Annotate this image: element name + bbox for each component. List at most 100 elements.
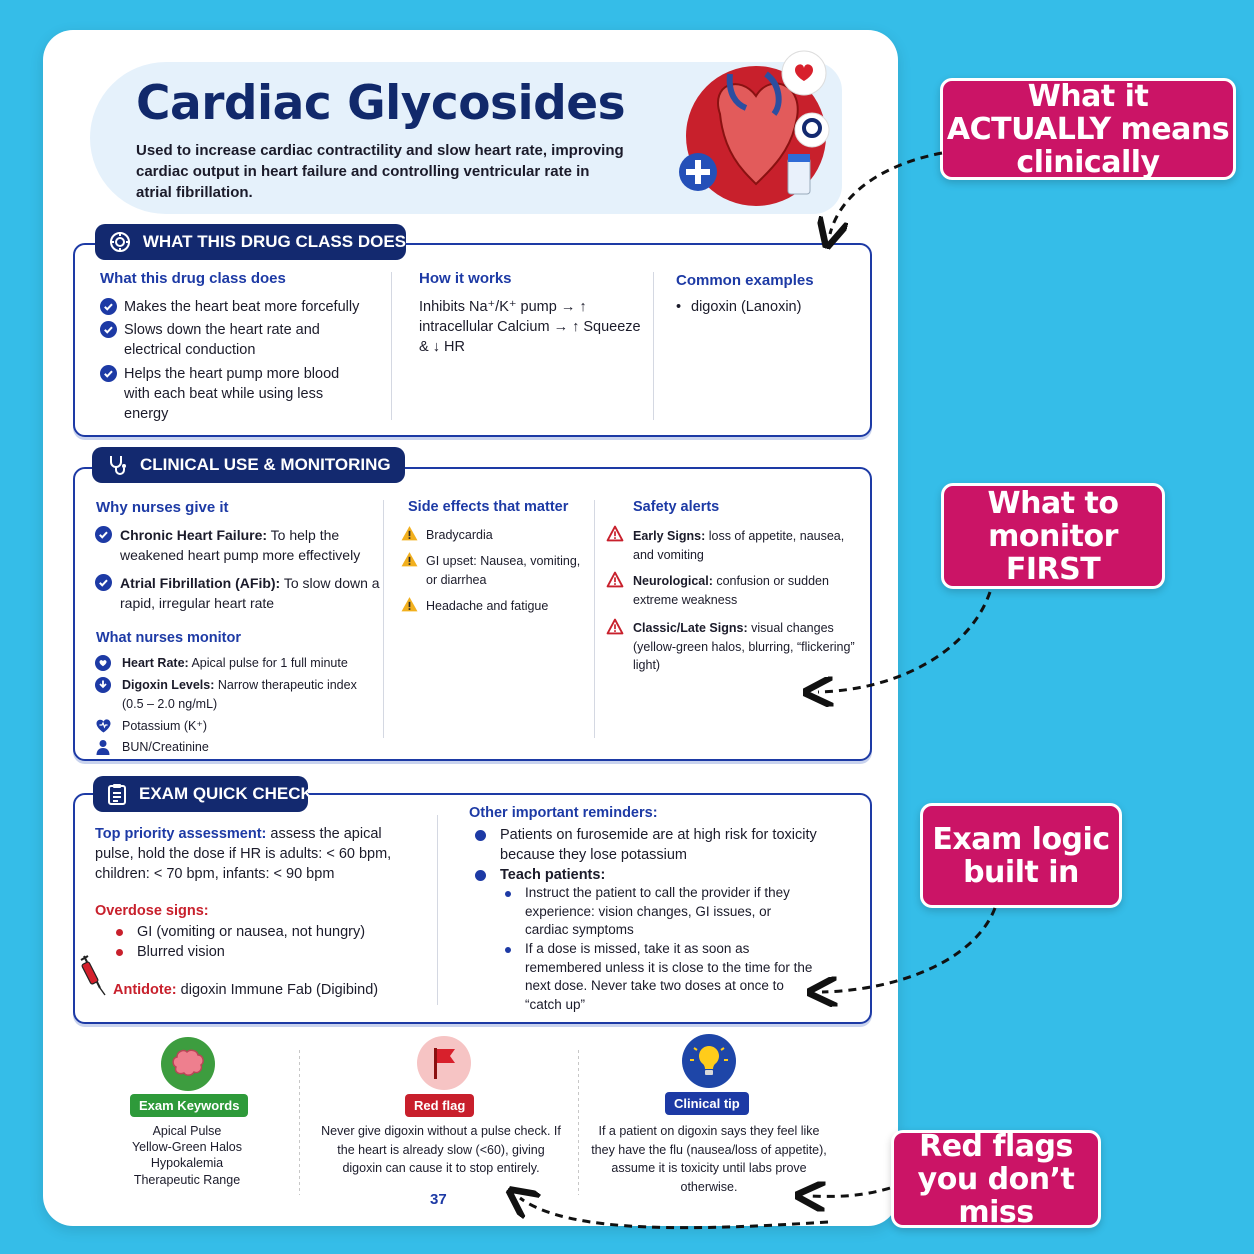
- top-priority-label: Top priority assessment:: [95, 826, 267, 842]
- top-priority-assessment: Top priority assessment: assess the apic…: [95, 824, 405, 884]
- what-nurses-monitor-heading: What nurses monitor: [96, 630, 242, 646]
- page-subtitle: Used to increase cardiac contractility a…: [136, 142, 624, 201]
- monitor-item: BUN/Creatinine: [122, 740, 209, 754]
- clinical-use-card: [73, 467, 872, 761]
- check-circle-icon: [95, 574, 112, 591]
- callout-exam-logic: Exam logic built in: [920, 803, 1122, 908]
- heart-icon: [95, 655, 111, 671]
- sub-bullet-dot: [505, 947, 511, 953]
- page-number: 37: [430, 1191, 447, 1208]
- monitor-item-text: Apical pulse for 1 full minute: [188, 656, 348, 670]
- page-title: Cardiac Glycosides: [136, 76, 626, 131]
- exam-quick-check-card: [73, 793, 872, 1024]
- antidote-label: Antidote:: [113, 982, 177, 998]
- safety-item-text: confusion or sudden extreme weakness: [633, 574, 829, 607]
- red-flag-badge: Red flag: [405, 1094, 475, 1117]
- check-circle-icon: [95, 526, 112, 543]
- alert-triangle-icon: [606, 618, 624, 635]
- antidote-line: Antidote: digoxin Immune Fab (Digibind): [113, 980, 413, 1000]
- callout-red-flags: Red flags you don’t miss: [891, 1130, 1101, 1229]
- keyword-line: Yellow-Green Halos: [131, 1140, 242, 1154]
- side-effect-item: GI upset: Nausea, vomiting, or diarrhea: [426, 554, 581, 587]
- monitor-item-label: Heart Rate:: [122, 656, 189, 670]
- overdose-item: Blurred vision: [137, 944, 225, 960]
- safety-item-label: Classic/Late Signs:: [633, 621, 748, 635]
- warning-icon: [401, 597, 418, 612]
- safety-item: Early Signs: loss of appetite, nausea, a…: [633, 527, 865, 564]
- check-circle-icon: [100, 298, 117, 315]
- reminder-item: Patients on furosemide are at high risk …: [500, 827, 817, 863]
- why-item-text: To slow down a rapid, irregular heart ra…: [120, 575, 380, 611]
- clinical-tip-text: If a patient on digoxin says they feel l…: [591, 1124, 827, 1194]
- check-circle-icon: [100, 365, 117, 382]
- safety-item-text: loss of appetite, nausea, and vomiting: [633, 529, 845, 562]
- red-flag-text: Never give digoxin without a pulse check…: [321, 1124, 561, 1175]
- monitor-item-text: Narrow therapeutic index (0.5 – 2.0 ng/m…: [122, 678, 357, 711]
- exam-quick-check-tab: EXAM QUICK CHECK: [93, 776, 313, 812]
- reminder-item: Teach patients:: [500, 867, 606, 883]
- exam-keywords-badge: Exam Keywords: [130, 1094, 249, 1117]
- drug-class-heading: What this drug class does: [100, 270, 286, 287]
- warning-icon: [401, 552, 418, 567]
- drug-class-item: Makes the heart beat more forcefully: [124, 299, 360, 315]
- column-divider: [383, 500, 384, 738]
- safety-item-text: visual changes (yellow-green halos, blur…: [633, 621, 855, 672]
- footer-divider: [578, 1050, 579, 1195]
- monitor-item-label: Digoxin Levels:: [122, 678, 215, 692]
- alert-triangle-icon: [606, 571, 624, 588]
- check-circle-icon: [100, 321, 117, 338]
- heart-illustration-icon: [679, 50, 830, 206]
- monitor-item: Heart Rate: Apical pulse for 1 full minu…: [122, 654, 382, 673]
- clinical-use-tab-label: CLINICAL USE & MONITORING: [140, 455, 391, 474]
- column-divider: [594, 500, 595, 738]
- safety-alerts-heading: Safety alerts: [633, 499, 720, 515]
- bullet-dot: [475, 870, 486, 881]
- top-priority-text: assess the apical pulse, hold the dose i…: [95, 826, 392, 882]
- monitor-item: Potassium (K⁺): [122, 719, 208, 733]
- how-it-works-text: Inhibits Na⁺/K⁺ pump → ↑ intracellular C…: [419, 299, 641, 355]
- column-divider: [437, 815, 438, 1005]
- reminders-heading: Other important reminders:: [469, 805, 658, 821]
- column-divider: [653, 272, 654, 420]
- callout-monitor-first: What to monitor FIRST: [941, 483, 1165, 589]
- why-item-label: Atrial Fibrillation (AFib):: [120, 575, 281, 591]
- drug-class-tab-label: WHAT THIS DRUG CLASS DOES: [142, 232, 406, 251]
- how-it-works-heading: How it works: [419, 270, 512, 287]
- stethoscope-icon: [104, 452, 130, 478]
- keyword-line: Therapeutic Range: [133, 1173, 241, 1187]
- sub-bullet-dot: [505, 891, 511, 897]
- drug-class-card: [73, 243, 872, 437]
- why-item: Atrial Fibrillation (AFib): To slow down…: [120, 573, 382, 613]
- teach-item: Instruct the patient to call the provide…: [525, 885, 790, 937]
- exam-quick-check-tab-label: EXAM QUICK CHECK: [139, 784, 313, 803]
- person-icon: [96, 740, 110, 755]
- brain-icon: [161, 1037, 215, 1091]
- keyword-line: Hypokalemia: [150, 1156, 224, 1170]
- antidote-text: digoxin Immune Fab (Digibind): [176, 982, 379, 998]
- syringe-icon: [80, 955, 106, 996]
- bullet-glyph: •: [676, 299, 682, 315]
- side-effect-item: Headache and fatigue: [426, 599, 549, 613]
- red-flag-icon: [417, 1036, 471, 1090]
- side-effects-heading: Side effects that matter: [408, 499, 569, 515]
- overdose-heading: Overdose signs:: [95, 903, 209, 919]
- overdose-item: GI (vomiting or nausea, not hungry): [137, 924, 366, 940]
- red-bullet: [116, 949, 123, 956]
- drug-class-item: Helps the heart pump more blood with eac…: [124, 366, 340, 422]
- keyword-line: Apical Pulse: [152, 1124, 222, 1138]
- monitor-item: Digoxin Levels: Narrow therapeutic index…: [122, 676, 374, 713]
- example-item: digoxin (Lanoxin): [691, 299, 802, 315]
- why-item: Chronic Heart Failure: To help the weake…: [120, 525, 380, 565]
- clipboard-icon: [105, 781, 129, 807]
- why-nurses-heading: Why nurses give it: [96, 499, 229, 516]
- clinical-use-tab: CLINICAL USE & MONITORING: [92, 447, 405, 483]
- why-item-text: To help the weakened heart pump more eff…: [120, 527, 361, 563]
- drug-class-item: Slows down the heart rate and electrical…: [124, 322, 320, 358]
- drug-class-tab: WHAT THIS DRUG CLASS DOES: [95, 224, 406, 260]
- column-divider: [391, 272, 392, 420]
- teach-item: If a dose is missed, take it as soon as …: [525, 941, 813, 1012]
- safety-item: Classic/Late Signs: visual changes (yell…: [633, 619, 865, 675]
- side-effect-item: Bradycardia: [426, 528, 493, 542]
- warning-icon: [401, 526, 418, 541]
- lightbulb-icon: [682, 1034, 736, 1088]
